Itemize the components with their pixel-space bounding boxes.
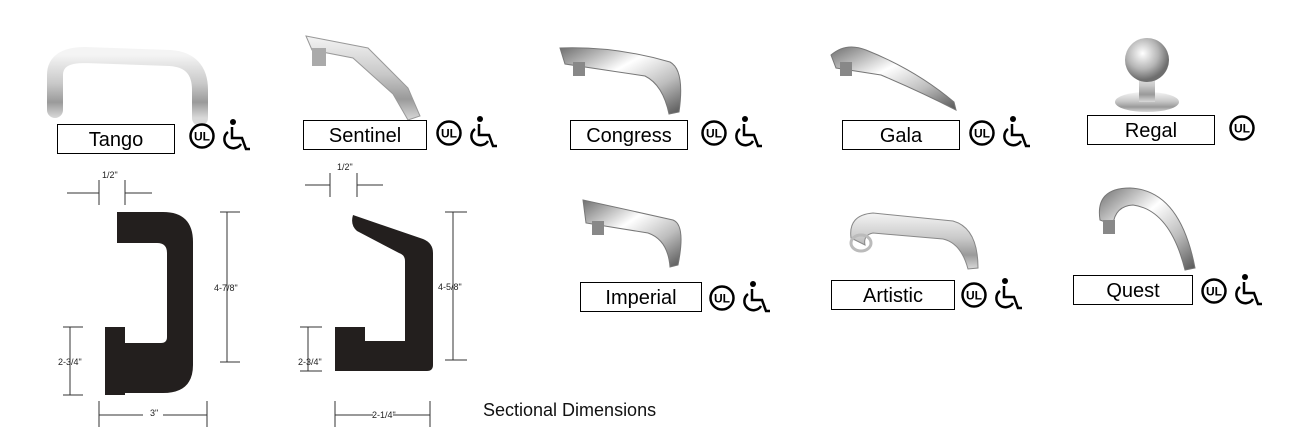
sentinel-handle-image: [305, 35, 421, 121]
product-label-gala: Gala: [842, 120, 960, 150]
svg-text:UL: UL: [441, 127, 457, 141]
wheelchair-accessible-icon: [1003, 116, 1030, 148]
sectional-dimensions-caption: Sectional Dimensions: [483, 400, 657, 420]
svg-text:UL: UL: [706, 127, 722, 141]
sentinel-dim-height: 4-5/8": [438, 282, 462, 292]
ul-listed-icon: UL: [961, 282, 987, 308]
wheelchair-accessible-icon: [743, 281, 770, 313]
svg-text:UL: UL: [1234, 122, 1250, 136]
product-label-quest: Quest: [1073, 275, 1193, 305]
dimension-line: [67, 180, 152, 205]
tango-profile-shape: [105, 212, 193, 395]
artistic-handle-image: [849, 212, 979, 270]
tango-dim-width: 3": [150, 408, 159, 418]
svg-text:UL: UL: [194, 130, 210, 144]
congress-handle-image: [559, 47, 682, 115]
product-label-artistic: Artistic: [831, 280, 955, 310]
product-label-regal: Regal: [1087, 115, 1215, 145]
tango-sectional-diagram: [63, 180, 240, 427]
sentinel-profile-shape: [335, 215, 433, 371]
ul-listed-icon: UL: [709, 285, 735, 311]
regal-knob-image: [1115, 38, 1179, 112]
ul-listed-icon: UL: [436, 120, 462, 146]
sentinel-dim-width: 2-1/4": [372, 410, 396, 420]
ul-listed-icon: UL: [701, 120, 727, 146]
gala-handle-image: [830, 46, 957, 111]
ul-listed-icon: UL: [969, 120, 995, 146]
wheelchair-accessible-icon: [1235, 274, 1262, 306]
tango-dim-base: 2-3/4": [58, 357, 82, 367]
product-label-tango: Tango: [57, 124, 175, 154]
ul-listed-icon: UL: [1201, 278, 1227, 304]
tango-handle-image: [47, 46, 208, 125]
tango-dim-height: 4-7/8": [214, 283, 238, 293]
product-label-sentinel: Sentinel: [303, 120, 427, 150]
svg-text:UL: UL: [1206, 285, 1222, 299]
tango-dim-top: 1/2": [102, 170, 118, 180]
product-label-imperial: Imperial: [580, 282, 702, 312]
svg-text:UL: UL: [966, 289, 982, 303]
wheelchair-accessible-icon: [995, 278, 1022, 310]
svg-text:UL: UL: [714, 292, 730, 306]
sentinel-dim-base: 2-3/4": [298, 357, 322, 367]
wheelchair-accessible-icon: [223, 119, 250, 151]
sentinel-sectional-diagram: [300, 173, 467, 427]
svg-text:UL: UL: [974, 127, 990, 141]
wheelchair-accessible-icon: [470, 116, 497, 148]
ul-listed-icon: UL: [1229, 115, 1255, 141]
sentinel-dim-top: 1/2": [337, 162, 353, 172]
quest-handle-image: [1098, 187, 1196, 271]
wheelchair-accessible-icon: [735, 116, 762, 148]
ul-listed-icon: UL: [189, 123, 215, 149]
product-label-congress: Congress: [570, 120, 688, 150]
imperial-handle-image: [582, 199, 682, 268]
